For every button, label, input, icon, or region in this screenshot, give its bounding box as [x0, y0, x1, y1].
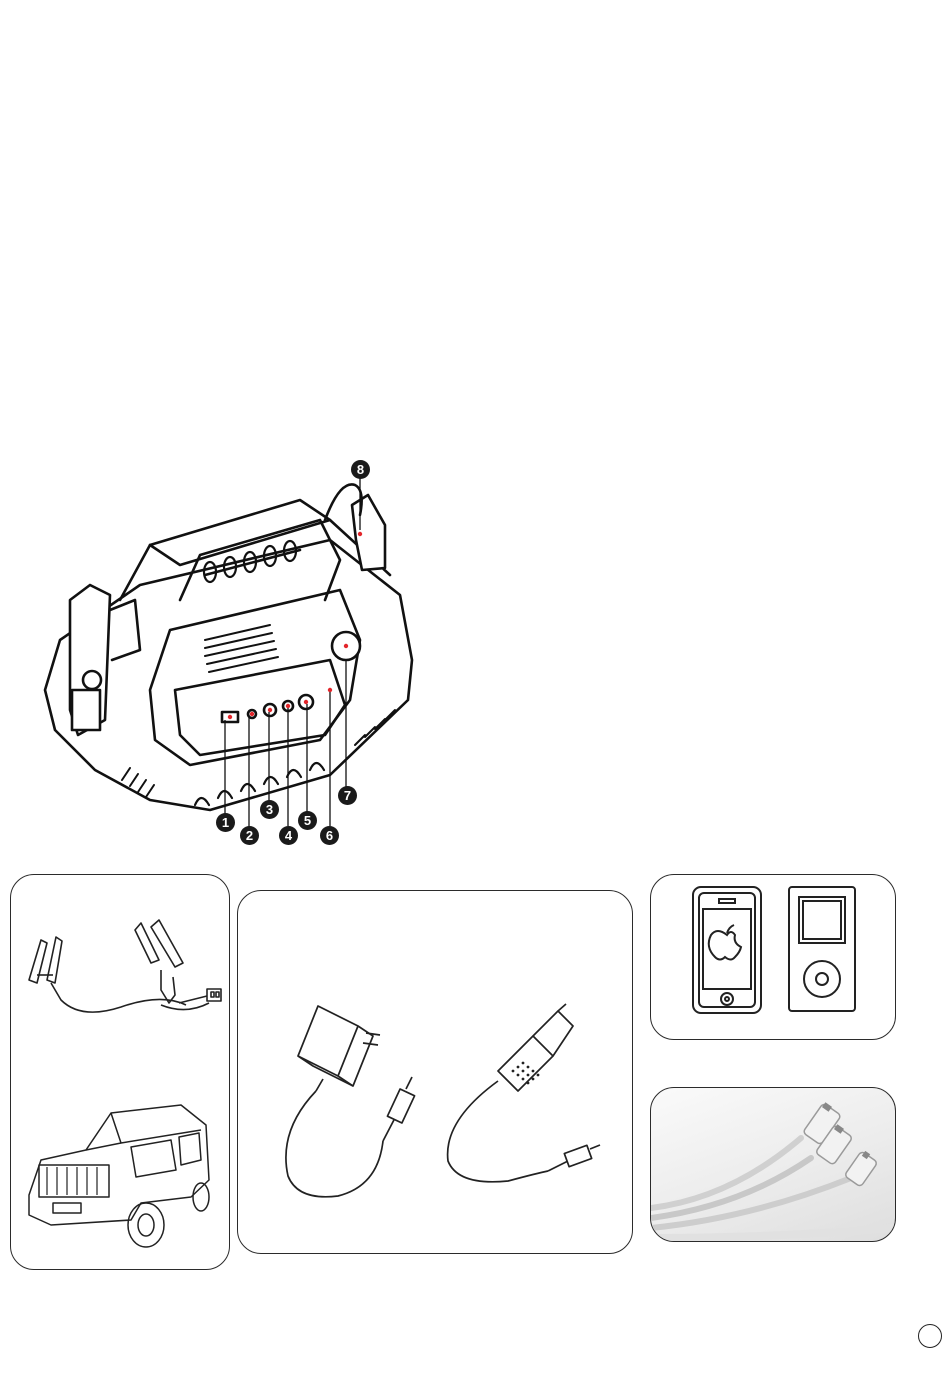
battery-clamp-cable-icon	[11, 875, 231, 1035]
chargers-panel	[237, 890, 633, 1254]
callout-8: 8	[351, 460, 370, 479]
usb-multi-cable-photo	[651, 1088, 896, 1242]
clamps-vehicle-panel	[10, 874, 230, 1270]
devices-panel	[650, 874, 896, 1040]
callout-6: 6	[320, 826, 339, 845]
callout-3: 3	[260, 800, 279, 819]
callout-7: 7	[338, 786, 357, 805]
suv-car-icon	[11, 1085, 231, 1275]
usb-cable-panel	[650, 1087, 896, 1242]
jump-starter-icon	[0, 0, 950, 860]
jump-starter-illustration: 1 2 3 4 5 6 7 8	[0, 0, 950, 860]
callout-5: 5	[298, 811, 317, 830]
callout-1: 1	[216, 813, 235, 832]
callout-4: 4	[279, 826, 298, 845]
car-charger-icon	[438, 1001, 618, 1201]
page-marker-circle	[918, 1324, 942, 1348]
callout-2: 2	[240, 826, 259, 845]
mp3-player-icon	[787, 885, 859, 1015]
wall-charger-icon	[278, 991, 458, 1211]
smartphone-icon	[691, 885, 763, 1015]
